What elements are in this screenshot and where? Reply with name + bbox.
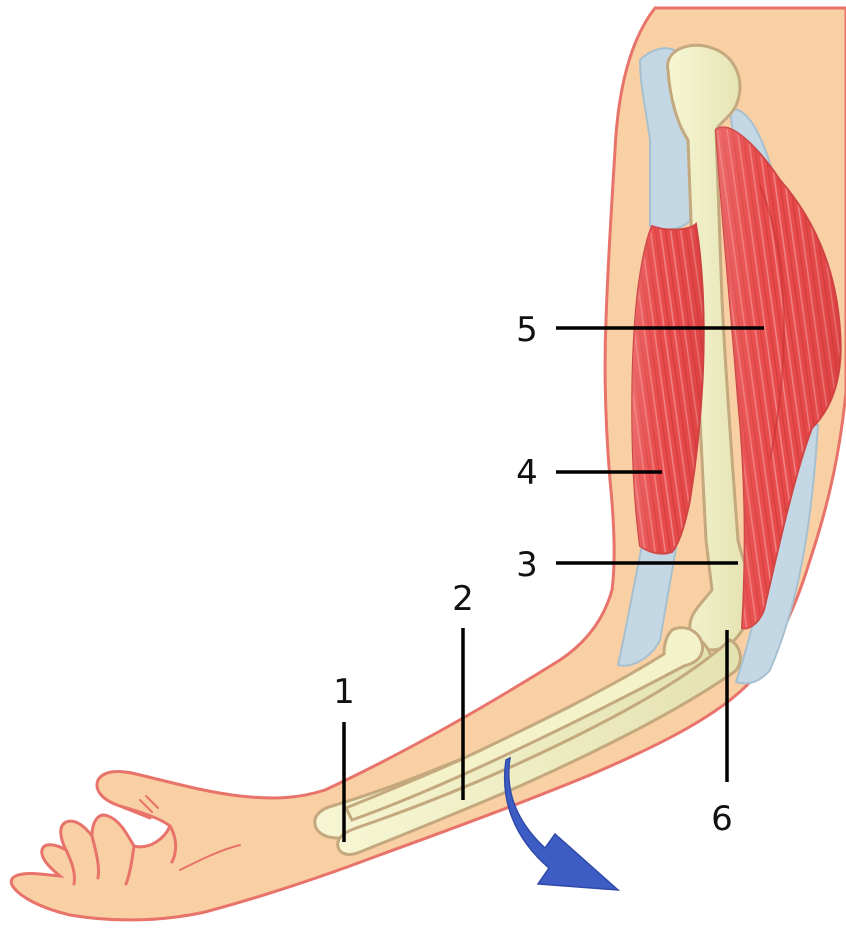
label-2: 2 [452, 579, 474, 619]
label-6: 6 [711, 799, 733, 839]
label-4: 4 [516, 453, 538, 493]
label-3: 3 [516, 545, 538, 585]
label-5: 5 [516, 310, 538, 350]
label-1: 1 [333, 672, 355, 712]
